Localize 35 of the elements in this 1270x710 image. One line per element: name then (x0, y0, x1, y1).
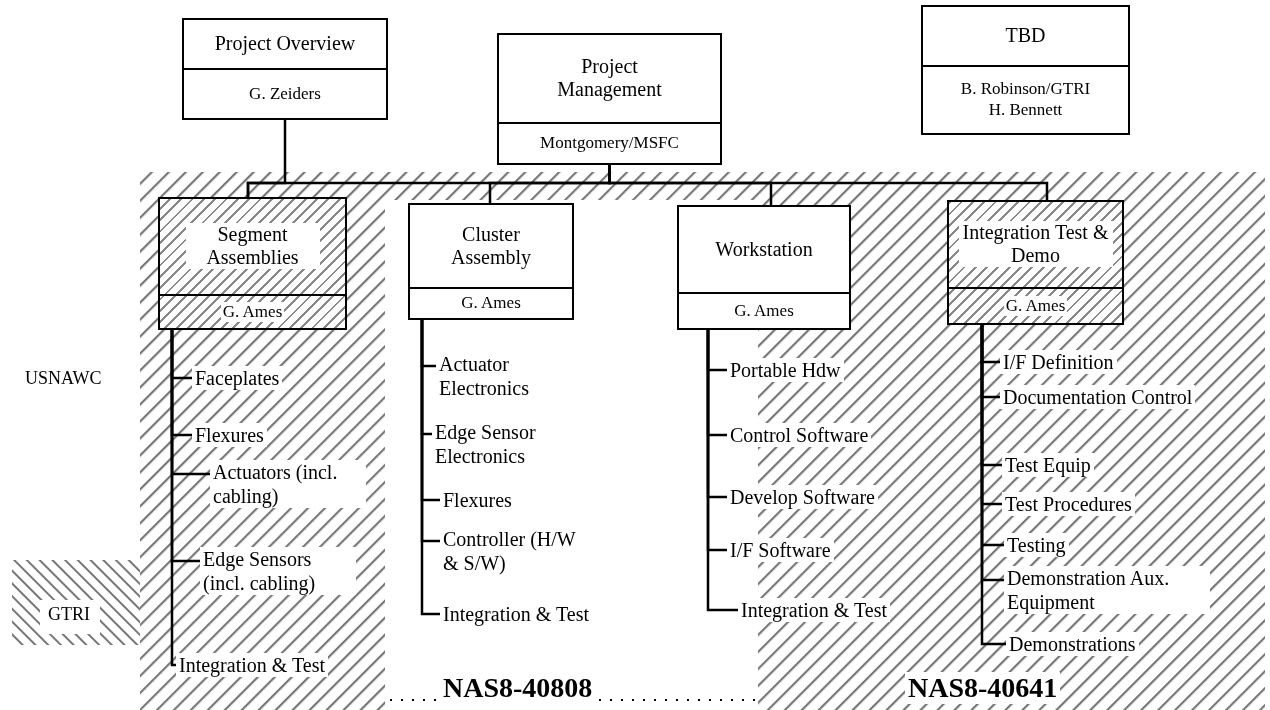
org-box (497, 33, 722, 165)
task-item: Documentation Control (1000, 385, 1196, 409)
org-label: GTRI (47, 604, 91, 625)
unit-title: Integration Test & Demo (958, 221, 1113, 268)
lead-name: G. Ames (220, 301, 285, 322)
task-item: Control Software (727, 423, 872, 447)
task-item: Faceplates (192, 366, 283, 390)
org-box (408, 203, 574, 320)
org-box (182, 18, 388, 120)
task-item: Demonstrations (1006, 632, 1139, 656)
org-box (677, 205, 851, 330)
branch-line (420, 320, 440, 616)
branch-line (706, 330, 738, 612)
lead-name: G. Ames (1003, 295, 1068, 316)
org-box (947, 200, 1124, 325)
task-item: Demonstration Aux. Equipment (1004, 566, 1210, 614)
task-item: Test Procedures (1002, 492, 1135, 516)
task-item: Develop Software (727, 485, 878, 509)
task-item: Test Equip (1002, 453, 1094, 477)
task-item: I/F Definition (1000, 350, 1117, 374)
task-item: Testing (1004, 533, 1069, 557)
task-item: Portable Hdw (727, 358, 844, 382)
contract-number: NAS8-40641 (905, 672, 1061, 704)
branch-line (170, 330, 176, 667)
task-item: I/F Software (727, 538, 834, 562)
org-label: USNAWC (24, 368, 103, 389)
org-box (921, 5, 1130, 135)
task-item: Integration & Test (176, 653, 328, 677)
task-item: Integration & Test (738, 598, 890, 622)
task-item: Actuators (incl. cabling) (210, 460, 366, 508)
task-item: Edge Sensors (incl. cabling) (200, 547, 356, 595)
task-item: Flexures (192, 423, 267, 447)
unit-title: Segment Assemblies (185, 223, 320, 270)
org-box (158, 197, 347, 330)
branch-line (980, 325, 1006, 646)
